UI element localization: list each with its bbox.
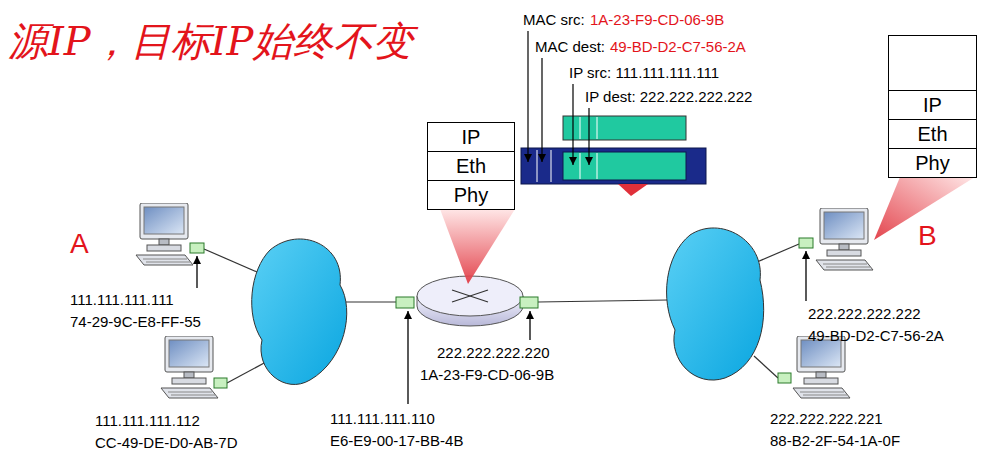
network-link <box>227 362 266 383</box>
router-symbol <box>452 290 488 302</box>
ethernet-frame <box>521 148 706 184</box>
field-arrow <box>527 31 528 162</box>
layer-name: IP <box>923 95 942 115</box>
field-name: MAC dest: <box>535 38 605 55</box>
network-link <box>344 301 396 302</box>
host-computer <box>816 208 873 270</box>
leader-arrow <box>407 311 408 404</box>
field-arrow <box>541 58 542 162</box>
protocol-layer-box: IP <box>427 122 515 152</box>
layer-name: Phy <box>915 153 949 173</box>
field-divider <box>597 153 598 179</box>
ip-address: 111.111.111.110 <box>330 410 435 427</box>
ip-address: 222.222.222.221 <box>770 410 883 427</box>
layer-name: Eth <box>456 156 486 176</box>
payload-cell <box>889 36 977 91</box>
router-top <box>417 276 523 316</box>
network-link <box>204 249 264 275</box>
mac-address: 49-BD-D2-C7-56-2A <box>808 327 944 344</box>
layer-name: Eth <box>917 124 947 144</box>
field-divider <box>580 117 581 139</box>
callout-fan <box>440 209 515 284</box>
host-computer <box>136 203 193 265</box>
mac-address: E6-E9-00-17-BB-4B <box>330 432 463 449</box>
subnet-cloud <box>252 239 347 385</box>
protocol-layer-box: Phy <box>427 180 515 210</box>
field-name: IP src: 111.111.111.111 <box>569 64 719 81</box>
interface-port <box>396 297 414 308</box>
host-letter: A <box>70 228 89 260</box>
layer-name: Phy <box>454 185 488 205</box>
interface-port <box>778 373 791 383</box>
protocol-layer-box: Phy <box>888 148 977 178</box>
interface-port <box>190 243 204 253</box>
packet-pointer <box>618 184 648 196</box>
network-link <box>538 300 668 302</box>
frame-payload <box>563 152 686 180</box>
field-divider <box>597 117 598 139</box>
protocol-layer-box: IP <box>888 90 977 120</box>
ip-address: 111.111.111.111 <box>70 291 174 308</box>
field-name: IP dest: 222.222.222.222 <box>585 88 752 105</box>
field-arrow <box>588 108 589 165</box>
protocol-layer-box: Eth <box>888 119 977 149</box>
ip-datagram <box>563 116 686 140</box>
handwritten-note: 源IP，目标IP始终不变 <box>8 18 413 64</box>
ip-address: 222.222.222.222 <box>808 305 921 322</box>
protocol-layer-box: Eth <box>427 151 515 181</box>
mac-address: 88-B2-2F-54-1A-0F <box>770 432 900 449</box>
field-arrow <box>572 84 573 165</box>
ip-address: 111.111.111.112 <box>95 412 200 429</box>
mac-value: 49-BD-D2-C7-56-2A <box>610 38 746 55</box>
frame-divider <box>537 150 538 182</box>
host-computer <box>161 336 218 398</box>
host-computer <box>793 336 850 398</box>
frame-divider <box>551 150 552 182</box>
mac-value: 1A-23-F9-CD-06-9B <box>590 11 724 28</box>
ip-address: 222.222.222.220 <box>437 344 550 361</box>
interface-port <box>214 378 227 388</box>
layer-name: IP <box>462 127 481 147</box>
network-link <box>757 244 799 262</box>
interface-port <box>799 238 813 248</box>
leader-arrow <box>529 311 530 340</box>
subnet-cloud <box>667 228 764 380</box>
host-letter: B <box>918 220 937 252</box>
leader-arrow <box>805 251 806 301</box>
field-name: MAC src: <box>523 11 585 28</box>
mac-address: 74-29-9C-E8-FF-55 <box>70 313 201 330</box>
mac-address: 1A-23-F9-CD-06-9B <box>420 366 554 383</box>
field-divider <box>580 153 581 179</box>
router-symbol <box>452 290 488 302</box>
interface-port <box>520 297 538 308</box>
leader-arrow <box>196 256 197 288</box>
mac-address: CC-49-DE-D0-AB-7D <box>95 434 238 451</box>
network-link <box>754 356 778 378</box>
